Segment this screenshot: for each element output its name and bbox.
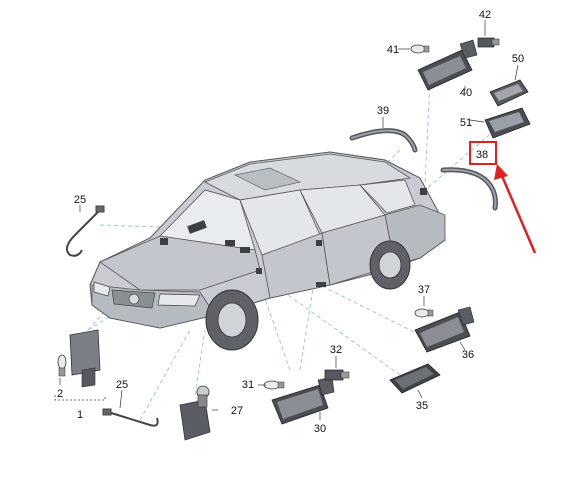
part-51-lamp — [484, 107, 531, 139]
callout-1: 1 — [77, 409, 83, 421]
callout-38: 38 — [476, 149, 488, 161]
part-39-trim — [349, 128, 418, 153]
part-31-bulb — [263, 380, 285, 390]
highlight-box — [469, 141, 497, 165]
part-25-upper — [65, 205, 105, 257]
callout-40: 40 — [460, 87, 472, 99]
callout-41: 41 — [387, 44, 399, 56]
callout-37: 37 — [418, 284, 430, 296]
part-1-switch — [57, 329, 101, 388]
highlight-annotation — [469, 141, 537, 254]
part-41-bulb — [410, 44, 430, 54]
callout-25-lower: 25 — [116, 379, 128, 391]
part-36-lamp — [414, 306, 475, 353]
part-32-connector — [324, 369, 350, 381]
callout-42: 42 — [479, 9, 491, 21]
callout-35: 35 — [416, 400, 428, 412]
part-27-bracket — [179, 385, 211, 441]
callout-31: 31 — [242, 379, 254, 391]
callout-25-upper: 25 — [74, 194, 86, 206]
label-ticks — [59, 20, 519, 420]
callout-51: 51 — [460, 117, 472, 129]
part-35-lens — [389, 363, 441, 394]
callout-50: 50 — [512, 53, 524, 65]
part-37-bulb — [414, 308, 434, 318]
part-30-lamp — [271, 376, 335, 425]
part-42-connector — [477, 37, 500, 48]
car-illustration — [89, 151, 446, 351]
part-25-lower — [102, 408, 159, 427]
highlight-arrow-head — [494, 164, 508, 180]
callout-27: 27 — [231, 405, 243, 417]
callout-2: 2 — [57, 388, 63, 400]
part-50-lens — [489, 79, 529, 107]
part-38-trim — [440, 167, 498, 211]
callout-36: 36 — [462, 349, 474, 361]
callout-39: 39 — [377, 105, 389, 117]
highlight-arrow-shaft — [500, 175, 537, 254]
part-40-lamp — [417, 39, 478, 91]
callout-30: 30 — [314, 423, 326, 435]
callout-32: 32 — [330, 344, 342, 356]
